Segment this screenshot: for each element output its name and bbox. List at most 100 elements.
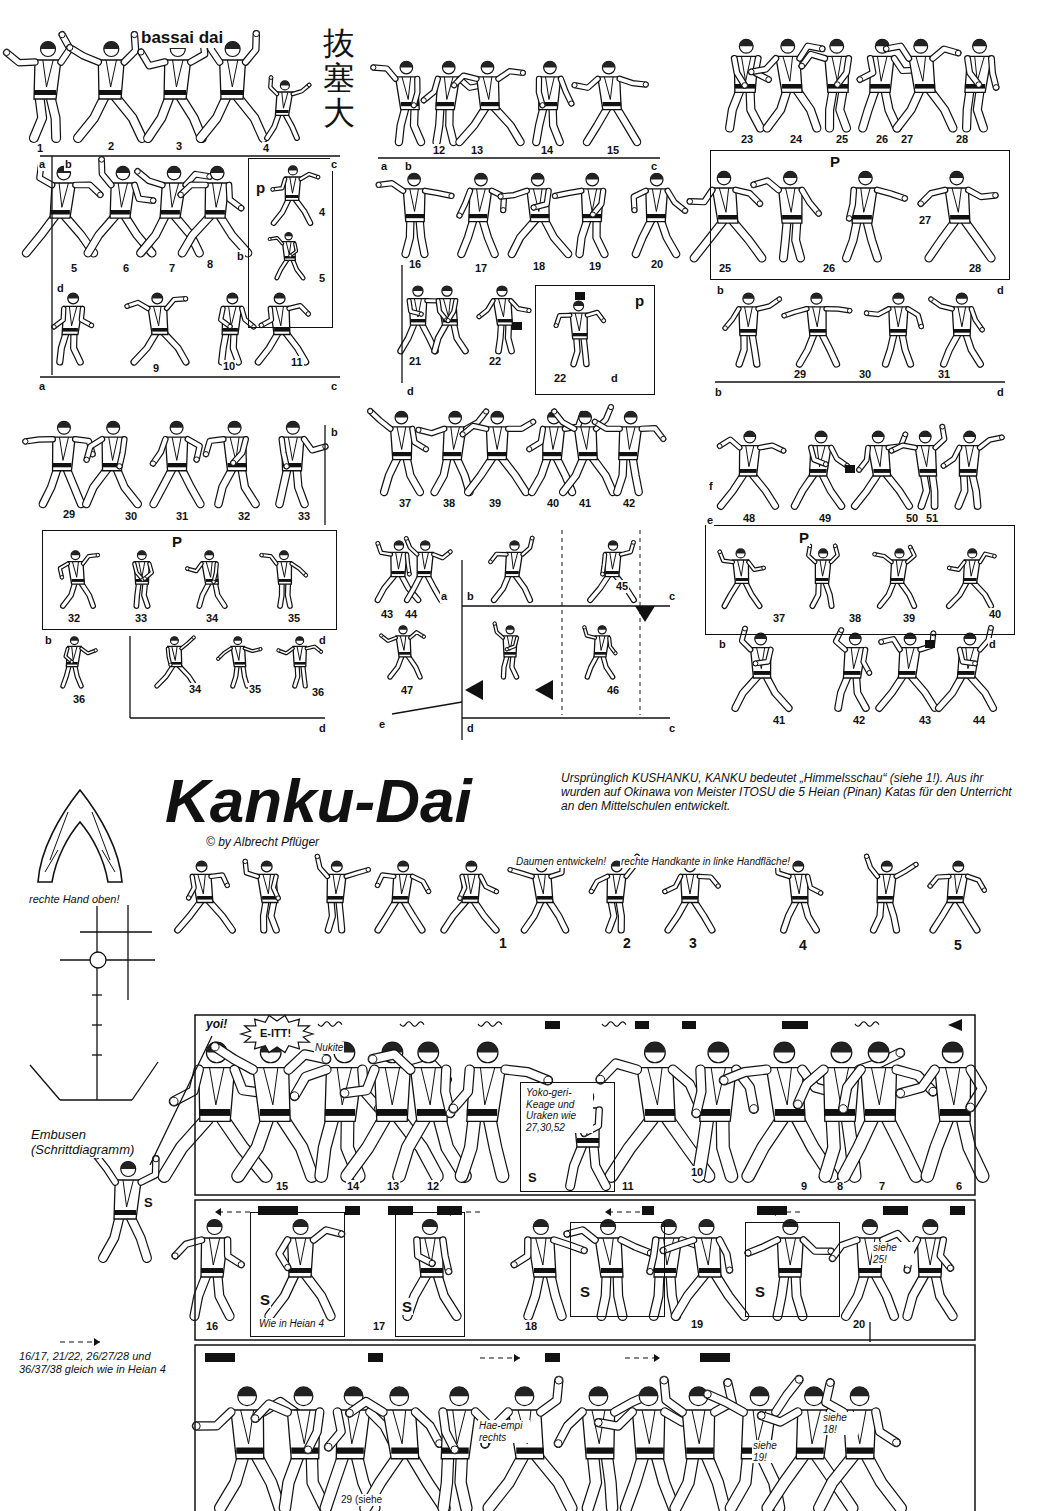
fist <box>320 650 323 653</box>
gi-limb-fill <box>886 46 908 58</box>
gi-limb <box>279 469 287 504</box>
gi-limb <box>902 334 910 364</box>
karateka-figure <box>138 35 206 138</box>
karateka-figure <box>271 166 320 223</box>
fist <box>419 312 423 316</box>
fist <box>819 46 825 52</box>
karateka-figure <box>460 411 535 492</box>
gi-limb <box>209 901 232 930</box>
karateka-figure <box>4 32 70 138</box>
gi-limb <box>459 108 485 142</box>
gi-limb-fill <box>378 575 395 600</box>
gi-limb <box>584 338 587 364</box>
karateka-figure <box>687 171 762 258</box>
gi-lapel <box>264 1068 278 1105</box>
fist <box>304 1446 312 1454</box>
gi-limb <box>424 79 438 100</box>
gi-limb <box>255 1404 287 1418</box>
gi-limb <box>528 1275 539 1316</box>
black-belt <box>417 571 431 574</box>
gi-limb <box>933 901 951 930</box>
gi-limb <box>211 875 227 885</box>
gi-limb <box>668 191 685 211</box>
gi-limb <box>944 334 958 364</box>
gi-limb <box>404 901 422 930</box>
fist <box>723 326 727 330</box>
fist <box>976 82 982 88</box>
gi-limb-fill <box>273 876 278 898</box>
gi-limb <box>379 183 403 191</box>
fist <box>322 1055 330 1063</box>
karateka-figure <box>67 32 142 138</box>
gi-limb-fill <box>973 582 991 606</box>
gi-lapel <box>286 242 291 255</box>
black-belt <box>959 469 976 473</box>
gi-jacket <box>383 1410 419 1459</box>
gi-limb-fill <box>960 650 975 664</box>
gi-limb <box>238 1119 267 1176</box>
gi-limb-fill <box>65 648 71 661</box>
gi-limb <box>381 636 396 641</box>
gi-limb <box>598 1412 632 1426</box>
gi-limb-fill <box>187 564 201 572</box>
gi-limb <box>245 861 257 876</box>
gi-limb-fill <box>304 439 325 450</box>
gi-limb-fill <box>295 1070 327 1096</box>
gi-limb <box>751 58 775 71</box>
fist <box>135 169 140 174</box>
gi-limb <box>407 575 421 600</box>
hair <box>598 626 606 630</box>
gi-jacket <box>409 299 427 326</box>
gi-limb-fill <box>580 220 588 254</box>
gi-limb-fill <box>739 334 744 364</box>
gi-jacket <box>293 646 307 666</box>
karateka-figure <box>371 61 421 142</box>
gi-lapel <box>895 307 903 327</box>
gi-limb <box>26 216 55 253</box>
hair <box>819 549 828 554</box>
gi-limb-fill <box>694 901 712 930</box>
gi-lapel <box>282 92 288 108</box>
gi-lapel <box>477 189 486 212</box>
gi-limb <box>754 181 779 190</box>
gi-jacket <box>712 188 738 223</box>
gi-limb-fill <box>932 474 934 506</box>
black-belt <box>873 469 890 473</box>
gi-limb <box>980 554 994 562</box>
gi-lapel <box>118 183 127 207</box>
gi-jacket <box>503 636 517 657</box>
gi-limb-fill <box>736 190 760 204</box>
black-belt <box>645 1109 675 1116</box>
fist <box>411 103 416 108</box>
gi-limb-fill <box>220 216 248 253</box>
gi-limb <box>222 333 226 362</box>
gi-limb-fill <box>490 1119 503 1176</box>
black-belt <box>164 90 186 95</box>
gi-limb <box>153 439 165 463</box>
gi-limb-fill <box>620 79 646 85</box>
black-belt <box>279 579 292 582</box>
gi-limb-fill <box>502 458 526 492</box>
head <box>475 173 488 186</box>
gi-limb <box>760 445 784 450</box>
gi-lapel <box>603 1238 613 1265</box>
gi-limb-fill <box>314 1230 342 1240</box>
black-belt <box>775 1109 805 1116</box>
gi-limb <box>373 1054 411 1069</box>
gi-limb <box>182 469 201 504</box>
hair <box>645 1042 666 1052</box>
fist <box>903 432 908 437</box>
fist <box>643 82 648 87</box>
gi-limb <box>927 1119 947 1176</box>
fist <box>131 32 137 38</box>
gi-limb <box>201 97 227 138</box>
gi-lapel <box>43 60 53 87</box>
gi-limb-fill <box>849 190 854 218</box>
hair <box>923 1220 938 1228</box>
head <box>608 541 617 550</box>
gi-lapel <box>642 1410 655 1444</box>
hair <box>116 166 130 173</box>
fist <box>448 550 452 554</box>
gi-limb-fill <box>181 97 202 138</box>
gi-jacket <box>102 437 124 471</box>
